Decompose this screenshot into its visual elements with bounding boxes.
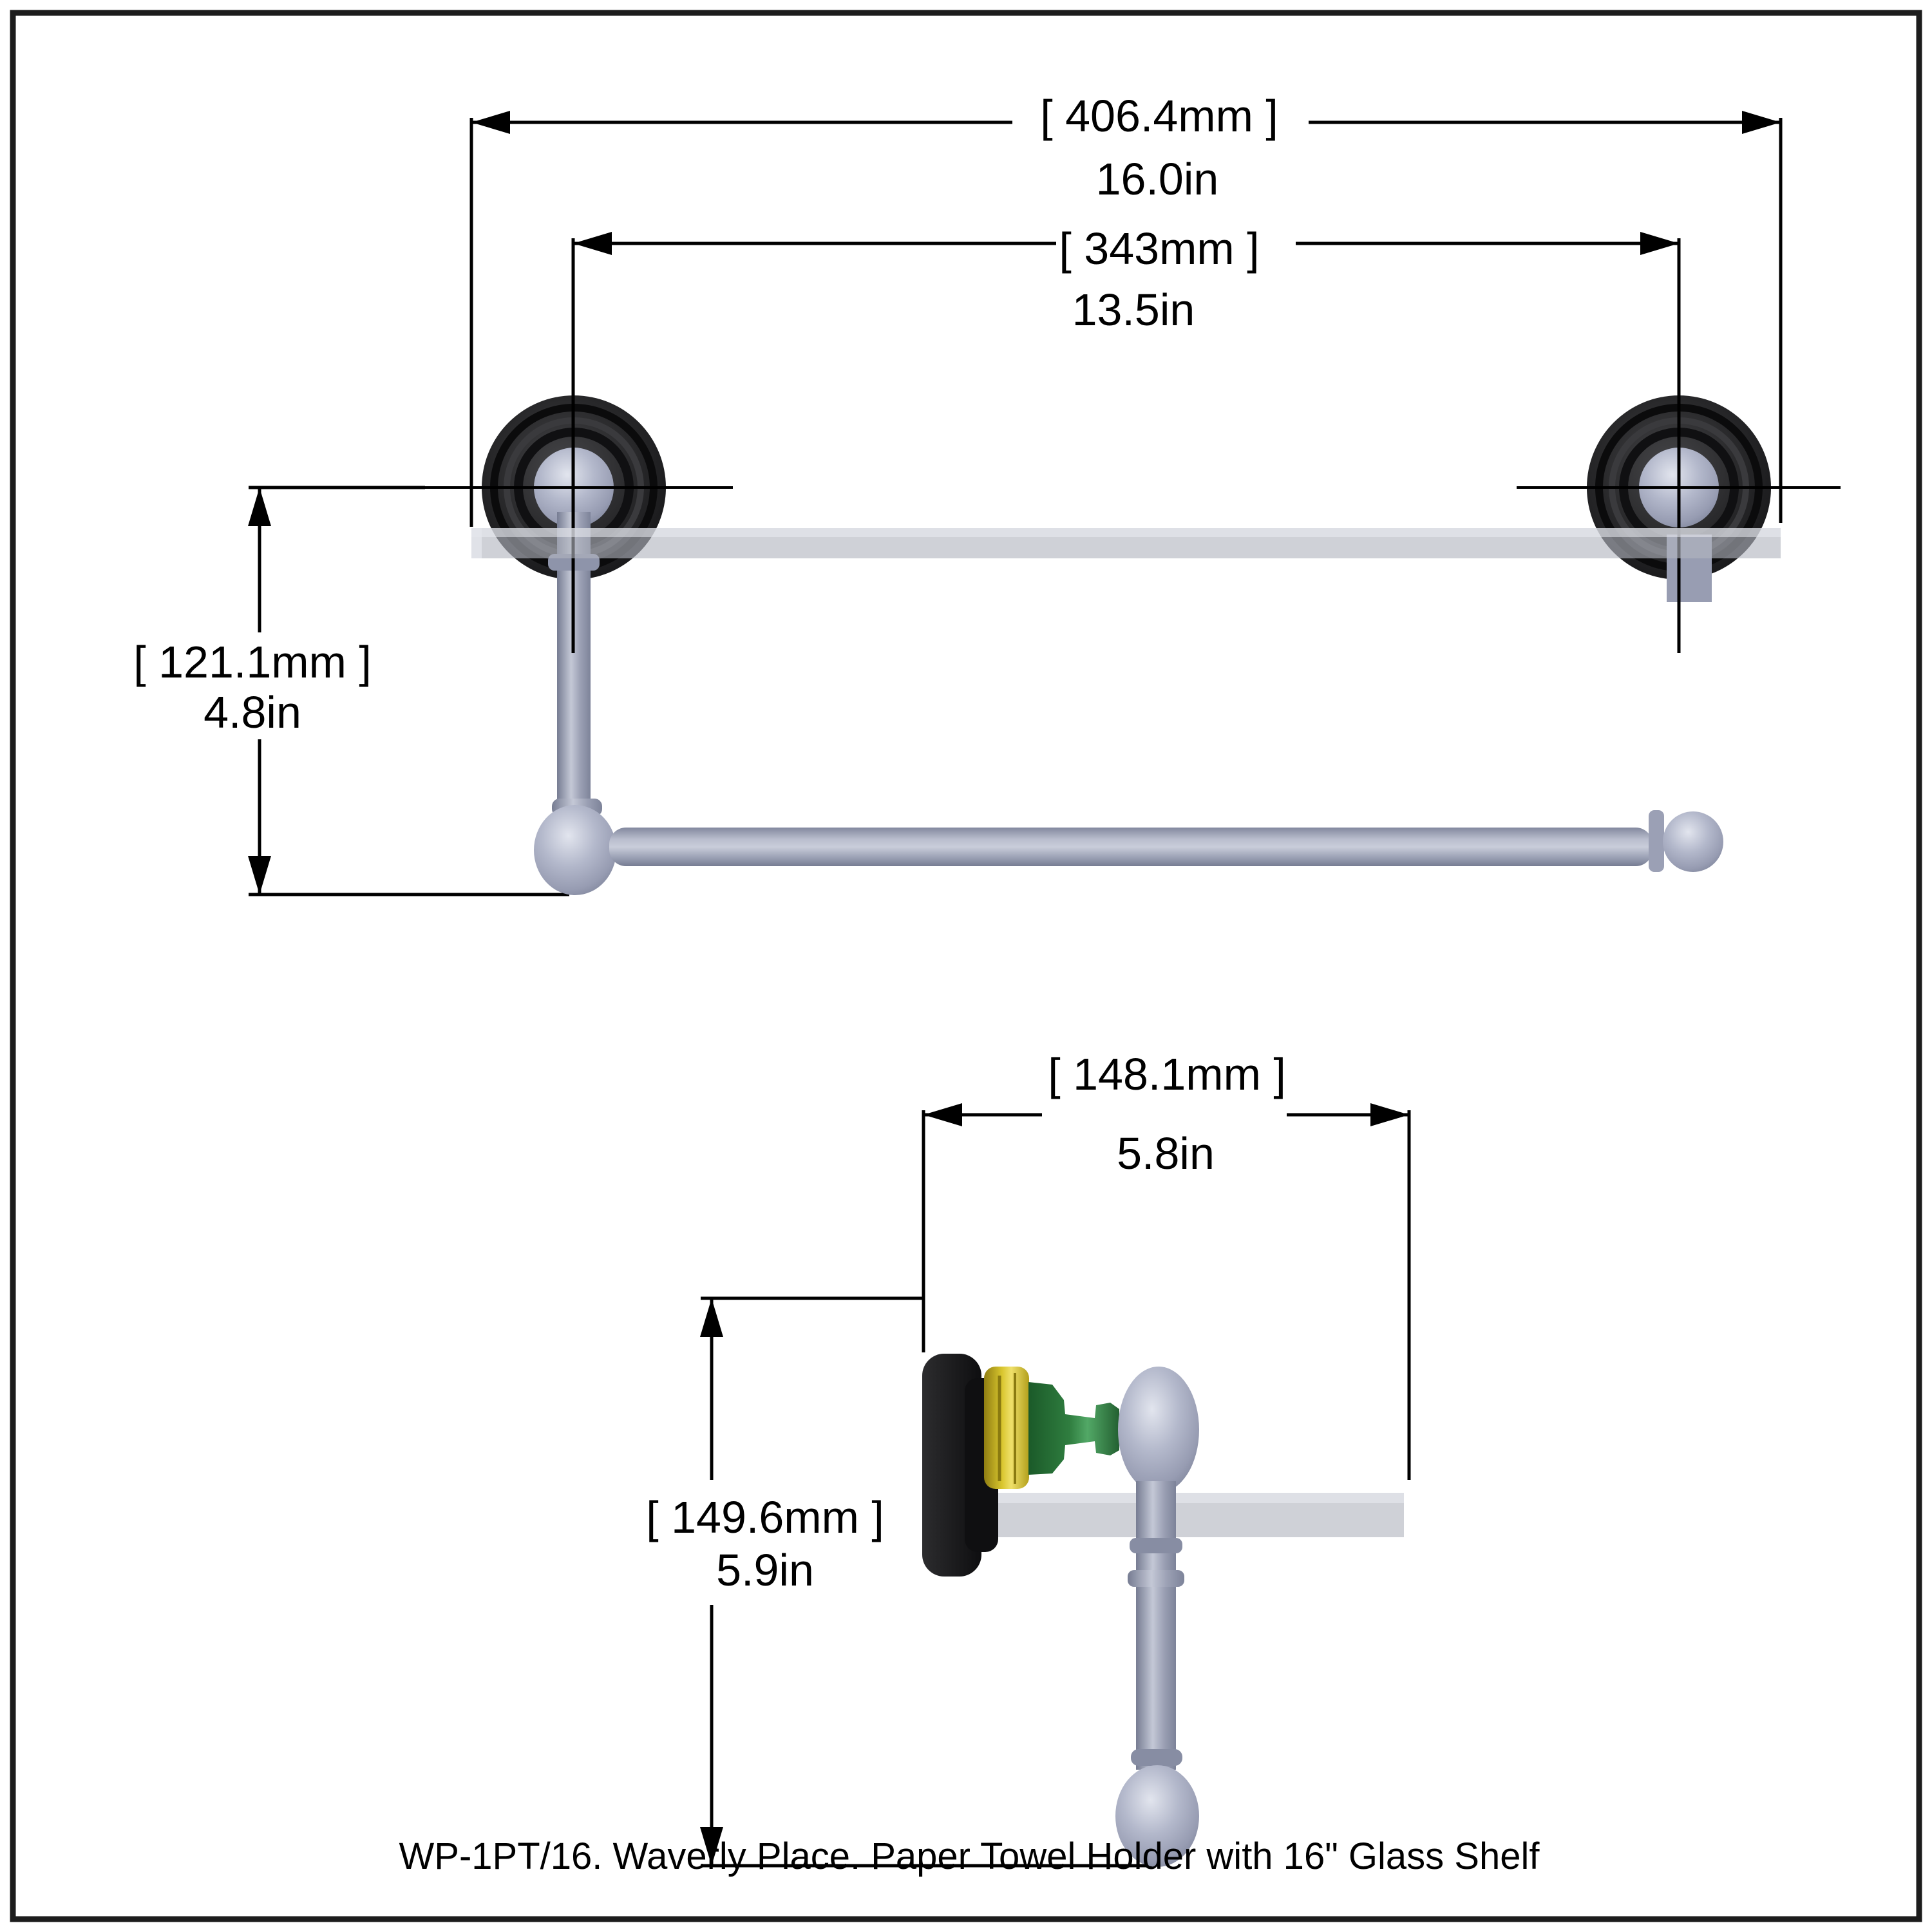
bar-end-ball: [1663, 811, 1723, 872]
bar-left-ball: [534, 805, 616, 895]
bar-end-collar: [1649, 810, 1664, 872]
glass-shelf-front: [471, 528, 1781, 558]
dim-drop-in-label: 4.8in: [204, 687, 301, 737]
glass-shelf-top-edge: [471, 528, 1781, 537]
dim-depth-mm-label: [ 148.1mm ]: [1048, 1049, 1286, 1099]
image-border-frame: [10, 10, 1922, 1922]
side-mount-assembly: [922, 1354, 1199, 1577]
dim-center-to-center: [ 343mm ] 13.5in: [571, 223, 1681, 653]
dim-depth: [ 148.1mm ] 5.8in: [922, 1049, 1411, 1480]
dim-overall-in-label: 16.0in: [1096, 154, 1219, 204]
dim-cc-in-label: 13.5in: [1072, 285, 1195, 335]
dim-depth-in-label: 5.8in: [1117, 1128, 1215, 1179]
glass-shelf-left-cap: [471, 528, 482, 558]
dim-height: [ 149.6mm ] 5.9in: [646, 1296, 1155, 1868]
dim-cc-arrow-right: [1640, 232, 1679, 255]
dim-height-mm-label: [ 149.6mm ]: [646, 1492, 884, 1542]
side-post-collar-2: [1128, 1570, 1184, 1587]
side-hanger-post: [1136, 1481, 1176, 1770]
paper-towel-bar: [534, 799, 1723, 895]
dim-overall-width: [ 406.4mm ] 16.0in: [469, 91, 1783, 527]
dim-cc-arrow-left: [573, 232, 612, 255]
dim-drop-arrow-up: [248, 488, 271, 526]
front-view: [ 406.4mm ] 16.0in [ 343mm ] 13.5in [ 12…: [133, 91, 1841, 896]
glass-shelf-side: [990, 1493, 1404, 1537]
dim-drop-arrow-down: [248, 856, 271, 895]
dim-height-in-label: 5.9in: [716, 1545, 814, 1595]
side-yellow-rings: [984, 1367, 1029, 1489]
side-mount-ball: [1118, 1367, 1199, 1493]
glass-shelf-side-top-edge: [990, 1493, 1404, 1503]
dim-drop-mm-label: [ 121.1mm ]: [133, 637, 372, 687]
side-post-collar-1: [1130, 1538, 1182, 1553]
dim-depth-arrow-right: [1370, 1103, 1409, 1126]
side-hanger: [1115, 1481, 1199, 1867]
side-bottom-ball: [1115, 1765, 1199, 1867]
dim-overall-arrow-right: [1742, 111, 1781, 134]
dim-depth-arrow-left: [923, 1103, 962, 1126]
bar-rod: [609, 828, 1653, 866]
dim-overall-arrow-left: [471, 111, 510, 134]
dim-overall-mm-label: [ 406.4mm ]: [1040, 91, 1278, 141]
caption: WP-1PT/16. Waverly Place. Paper Towel Ho…: [399, 1835, 1540, 1877]
dim-drop-height: [ 121.1mm ] 4.8in: [133, 486, 569, 896]
side-post-collar-3: [1131, 1749, 1182, 1766]
dim-cc-mm-label: [ 343mm ]: [1059, 223, 1259, 274]
dim-height-arrow-up: [700, 1298, 723, 1337]
dim-height-arrow-down: [700, 1827, 723, 1866]
side-view: [ 148.1mm ] 5.8in [ 149.6mm ] 5.9in: [646, 1049, 1411, 1868]
side-green-stem: [1028, 1382, 1119, 1475]
